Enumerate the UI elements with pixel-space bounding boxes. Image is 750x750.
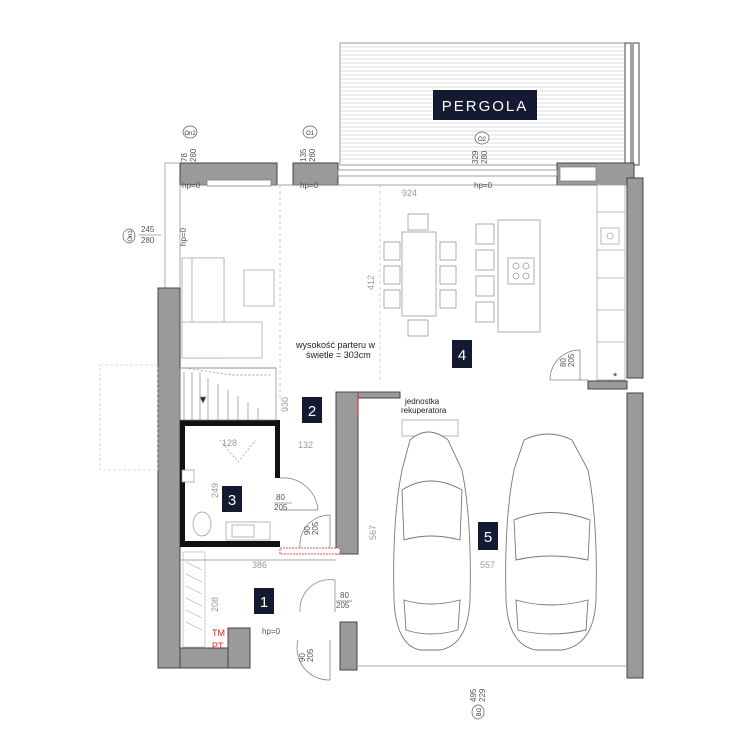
star-mark: *: [613, 371, 618, 383]
svg-text:205: 205: [336, 601, 350, 610]
svg-text:245: 245: [141, 225, 155, 234]
svg-text:hp=0: hp=0: [182, 181, 201, 190]
ceiling-note-1: wysokość parteru w: [295, 340, 376, 350]
kitchen-island: [475, 219, 541, 333]
svg-text:135: 135: [299, 148, 308, 162]
svg-text:90: 90: [303, 526, 312, 535]
svg-text:280: 280: [189, 148, 198, 162]
car-1: [393, 431, 471, 651]
fire-wall-strip: [279, 547, 341, 555]
recuperator-label-2: rekuperatora: [401, 406, 447, 415]
svg-text:205: 205: [567, 353, 576, 367]
dim-386: 386: [252, 560, 267, 570]
svg-text:On2: On2: [184, 131, 196, 137]
staircase: [179, 367, 277, 421]
svg-text:hp=0: hp=0: [474, 181, 493, 190]
car-2: [505, 433, 597, 651]
svg-text:280: 280: [141, 236, 155, 245]
svg-text:80: 80: [559, 358, 568, 367]
svg-text:205: 205: [274, 503, 288, 512]
pergola-deck: PERGOLA: [339, 42, 640, 166]
svg-text:On1: On1: [128, 230, 134, 242]
svg-text:495: 495: [469, 688, 478, 702]
ceiling-note-2: świetle = 303cm: [306, 350, 371, 360]
door-dims: 80 205 80 205 90 205 80 205 90 205: [274, 353, 576, 662]
bathroom-walls: [180, 420, 280, 547]
room-labels: 1 2 3 4 5: [222, 340, 498, 614]
dim-930: 930: [280, 397, 290, 412]
svg-text:80: 80: [340, 591, 349, 600]
svg-text:BG: BG: [477, 707, 483, 716]
pergola-label-box: [433, 90, 537, 120]
walls: [157, 162, 644, 679]
dimension-labels: 924 412 930 132 128 249 386 567 557 208: [210, 188, 495, 612]
svg-text:O1: O1: [306, 131, 315, 137]
svg-text:hp=0: hp=0: [300, 181, 319, 190]
tm-label: TM: [212, 628, 225, 638]
svg-text:205: 205: [311, 521, 320, 535]
room-1-num: 1: [260, 594, 268, 611]
dim-249: 249: [210, 483, 220, 498]
pt-label: PT: [212, 641, 224, 651]
pergola-label: PERGOLA: [442, 98, 529, 115]
room-3-num: 3: [228, 492, 236, 509]
dim-132: 132: [298, 440, 313, 450]
svg-text:78: 78: [180, 153, 189, 162]
dim-924: 924: [402, 188, 417, 198]
sofa: [181, 257, 263, 359]
dim-208: 208: [210, 597, 220, 612]
room-4-num: 4: [458, 347, 466, 364]
terrace-outline: [99, 364, 159, 471]
dining-set: [383, 213, 457, 337]
svg-text:80: 80: [276, 493, 285, 502]
svg-text:hp=0: hp=0: [179, 227, 188, 246]
kitchen-cabinets: [596, 184, 626, 381]
room-2-num: 2: [308, 403, 316, 420]
dim-412: 412: [366, 275, 376, 290]
svg-text:280: 280: [308, 148, 317, 162]
svg-text:229: 229: [478, 688, 487, 702]
svg-text:329: 329: [471, 150, 480, 164]
coffee-table: [243, 269, 275, 307]
window-tag-texts: On2 O1 O2 On1 BG 78 280 135 280 329 280 …: [128, 131, 493, 716]
dim-128: 128: [222, 438, 237, 448]
room-5-num: 5: [484, 529, 492, 546]
dim-567: 567: [368, 525, 378, 540]
recuperator-label-1: jednostka: [404, 397, 440, 406]
doors: [279, 349, 581, 681]
dim-557: 557: [480, 560, 495, 570]
wardrobe: [182, 551, 206, 648]
svg-text:280: 280: [480, 150, 489, 164]
window-strips: [206, 166, 597, 187]
svg-text:O2: O2: [478, 137, 487, 143]
bathroom-fixtures: [181, 439, 271, 541]
window-tags: [122, 125, 490, 720]
entrance-sill: hp=0: [262, 627, 281, 636]
svg-text:90: 90: [298, 653, 307, 662]
svg-text:205: 205: [306, 648, 315, 662]
